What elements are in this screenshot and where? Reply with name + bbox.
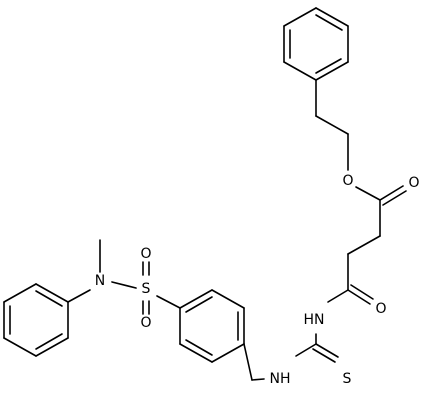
amide-nh-label: HN (304, 312, 325, 328)
thiourea-group (251, 343, 339, 381)
sulfonyl-sulfur-label: S (142, 281, 151, 297)
ester-oxygen-label: O (342, 173, 353, 189)
top-phenyl-ring (283, 7, 349, 81)
n-phenyl-ring (3, 283, 91, 357)
bonds (3, 7, 407, 381)
sulfonyl-oxygen-bottom-label: O (140, 315, 151, 331)
atom-labels: O O O HN S NH S O O N (95, 173, 420, 387)
sulfonyl-oxygen-top-label: O (140, 246, 151, 262)
sulfonyl-group (111, 261, 181, 315)
amide-group (315, 284, 374, 345)
ester-carbonyl-oxygen-label: O (408, 175, 419, 191)
thiourea-sulfur-label: S (343, 371, 352, 387)
central-phenyl-ring (179, 289, 253, 381)
ester-chain (315, 79, 407, 291)
amide-carbonyl-oxygen-label: O (375, 301, 386, 317)
sulfonamide-nitrogen-label: N (95, 273, 105, 289)
thiourea-nh-label: NH (270, 371, 291, 387)
